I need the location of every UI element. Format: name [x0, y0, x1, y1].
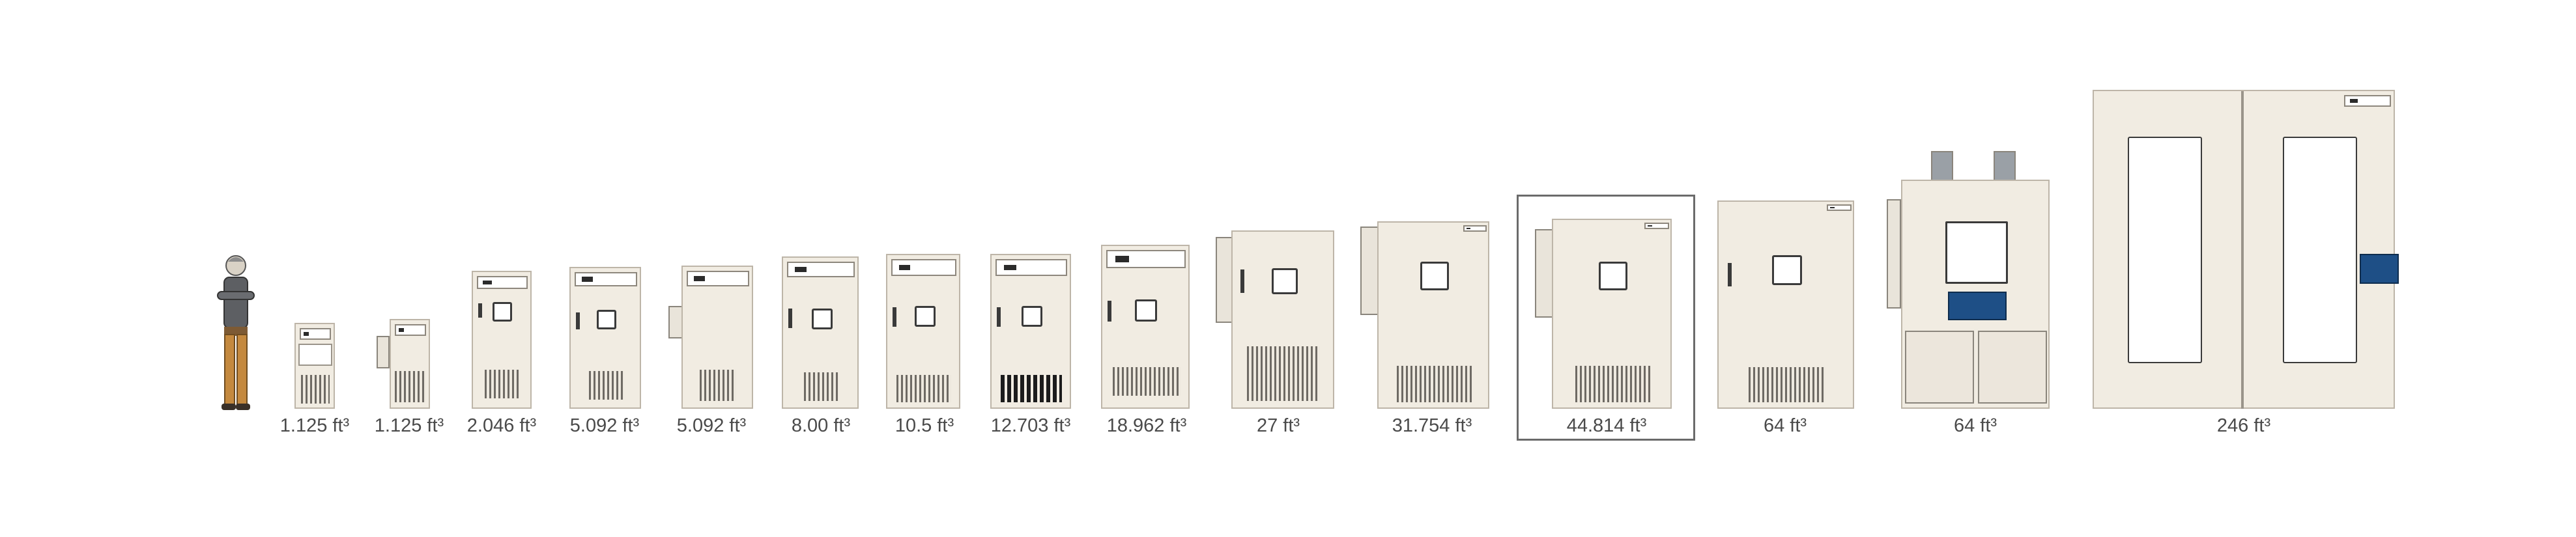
chamber-64-b-left-unit — [1887, 199, 1901, 309]
compressor-right — [1994, 151, 2016, 181]
chamber-31-control-panel — [1360, 227, 1380, 315]
chamber-18-962[interactable] — [1101, 245, 1190, 409]
chamber-5-092-b[interactable] — [681, 266, 753, 409]
chamber-31-754[interactable] — [1377, 221, 1489, 409]
volume-label: 8.00 ft³ — [791, 415, 851, 436]
chamber-44-control-panel — [1535, 229, 1554, 318]
chamber-2-door — [377, 336, 390, 368]
volume-label: 18.962 ft³ — [1106, 415, 1187, 436]
chamber-8-00[interactable] — [782, 256, 859, 409]
selected-chamber-outline — [1517, 195, 1695, 441]
chamber-44-814[interactable] — [1552, 219, 1672, 409]
volume-label-selected: 44.814 ft³ — [1566, 415, 1647, 436]
volume-label: 1.125 ft³ — [279, 415, 350, 436]
volume-label: 5.092 ft³ — [569, 415, 640, 436]
volume-label: 2.046 ft³ — [466, 415, 537, 436]
volume-label: 64 ft³ — [1763, 415, 1807, 436]
chamber-12-703[interactable] — [990, 254, 1071, 409]
chamber-27[interactable] — [1231, 230, 1334, 409]
compressor-left — [1931, 151, 1953, 181]
person-scale-figure — [217, 255, 255, 410]
volume-label: 27 ft³ — [1256, 415, 1300, 436]
chamber-10-5[interactable] — [886, 254, 960, 409]
volume-label: 5.092 ft³ — [676, 415, 747, 436]
volume-label: 10.5 ft³ — [894, 415, 954, 436]
chamber-64-b[interactable] — [1901, 180, 2050, 409]
chamber-5-092-a[interactable] — [569, 267, 641, 409]
volume-label: 31.754 ft³ — [1392, 415, 1472, 436]
chamber-64-a[interactable] — [1717, 200, 1854, 409]
volume-label: 12.703 ft³ — [990, 415, 1071, 436]
volume-label: 246 ft³ — [2216, 415, 2271, 436]
volume-label: 1.125 ft³ — [374, 415, 444, 436]
control-display — [1948, 292, 2007, 320]
volume-label: 64 ft³ — [1953, 415, 1997, 436]
chamber-2-046[interactable] — [472, 271, 532, 409]
walk-in-control-display — [2360, 254, 2399, 284]
chamber-1-125-b[interactable] — [390, 319, 430, 409]
chamber-1-125-a[interactable] — [294, 323, 335, 409]
chamber-246[interactable] — [2093, 90, 2399, 409]
